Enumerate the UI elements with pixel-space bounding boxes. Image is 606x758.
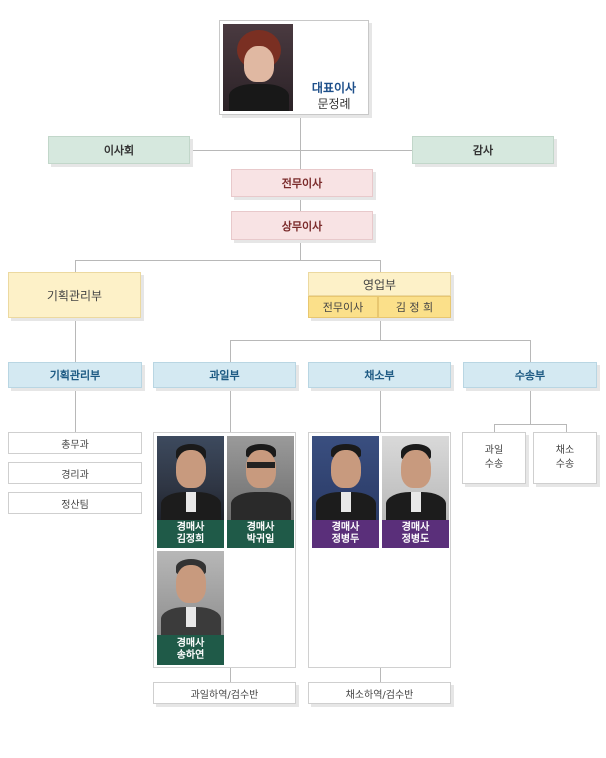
connector xyxy=(380,388,381,432)
connector xyxy=(530,388,531,424)
connector xyxy=(230,388,231,432)
auctioneer-role: 경매사 xyxy=(246,522,275,533)
ceo-title: 대표이사 xyxy=(311,81,357,95)
connector xyxy=(530,340,531,362)
auctioneer-name: 김정희 xyxy=(176,534,205,545)
senior-director-box: 전무이사 xyxy=(231,169,373,197)
division-transport: 수송부 xyxy=(463,362,597,388)
transport-unit-line2: 수송 xyxy=(555,459,575,470)
sales-dept-name: 영업부 xyxy=(308,272,451,296)
auctioneer-name: 정병도 xyxy=(401,534,430,545)
audit-box: 감사 xyxy=(412,136,554,164)
auctioneer-photo xyxy=(312,436,379,520)
veg-auctioneer-panel: 경매사 정병두 경매사 정병도 xyxy=(308,432,451,668)
auctioneer-photo xyxy=(157,551,224,635)
sales-dept-person: 김 정 희 xyxy=(378,296,451,318)
ceo-name: 문정례 xyxy=(317,97,351,111)
connector xyxy=(190,150,412,151)
auctioneer-caption: 경매사 송하연 xyxy=(157,635,224,665)
transport-unit-line2: 수송 xyxy=(484,459,504,470)
division-vegetable: 채소부 xyxy=(308,362,451,388)
auctioneer-name: 박귀일 xyxy=(246,534,275,545)
managing-director-box: 상무이사 xyxy=(231,211,373,240)
connector xyxy=(566,424,567,432)
fruit-footer: 과일하역/검수반 xyxy=(153,682,296,704)
connector xyxy=(75,318,76,362)
connector xyxy=(300,240,301,260)
fruit-auctioneer-panel: 경매사 김정희 경매사 박귀일 경매사 송하연 xyxy=(153,432,296,668)
connector xyxy=(75,260,76,272)
auctioneer-name: 송하연 xyxy=(176,650,205,661)
auctioneer-role: 경매사 xyxy=(176,638,205,649)
team-settlement: 정산팀 xyxy=(8,492,142,514)
connector xyxy=(230,340,530,341)
connector xyxy=(494,424,566,425)
auctioneer-caption: 경매사 정병두 xyxy=(312,520,379,548)
connector xyxy=(230,340,231,362)
connector xyxy=(230,668,231,682)
transport-unit-fruit: 과일 수송 xyxy=(462,432,526,484)
auctioneer-role: 경매사 xyxy=(401,522,430,533)
connector xyxy=(300,197,301,211)
auctioneer-name: 정병두 xyxy=(331,534,360,545)
auctioneer-caption: 경매사 박귀일 xyxy=(227,520,294,548)
planning-dept-box: 기획관리부 xyxy=(8,272,141,318)
connector xyxy=(380,260,381,272)
connector xyxy=(380,318,381,340)
auctioneer-photo xyxy=(227,436,294,520)
auctioneer-caption: 경매사 김정희 xyxy=(157,520,224,548)
transport-unit-vegetable: 채소 수송 xyxy=(533,432,597,484)
connector xyxy=(75,388,76,432)
transport-unit-line1: 과일 xyxy=(484,445,504,456)
transport-unit-line1: 채소 xyxy=(555,445,575,456)
auctioneer-photo xyxy=(157,436,224,520)
division-fruit: 과일부 xyxy=(153,362,296,388)
sales-dept-box: 영업부 전무이사 김 정 희 xyxy=(308,272,451,318)
auctioneer-caption: 경매사 정병도 xyxy=(382,520,449,548)
board-box: 이사회 xyxy=(48,136,190,164)
connector xyxy=(300,115,301,169)
veg-footer: 채소하역/검수반 xyxy=(308,682,451,704)
connector xyxy=(380,668,381,682)
auctioneer-photo xyxy=(382,436,449,520)
connector xyxy=(494,424,495,432)
auctioneer-role: 경매사 xyxy=(331,522,360,533)
division-planning: 기획관리부 xyxy=(8,362,142,388)
sales-dept-role: 전무이사 xyxy=(308,296,378,318)
ceo-box: 대표이사 문정례 xyxy=(219,20,369,115)
connector xyxy=(75,260,380,261)
ceo-photo xyxy=(223,24,293,111)
team-accounting: 경리과 xyxy=(8,462,142,484)
team-general-affairs: 총무과 xyxy=(8,432,142,454)
auctioneer-role: 경매사 xyxy=(176,522,205,533)
